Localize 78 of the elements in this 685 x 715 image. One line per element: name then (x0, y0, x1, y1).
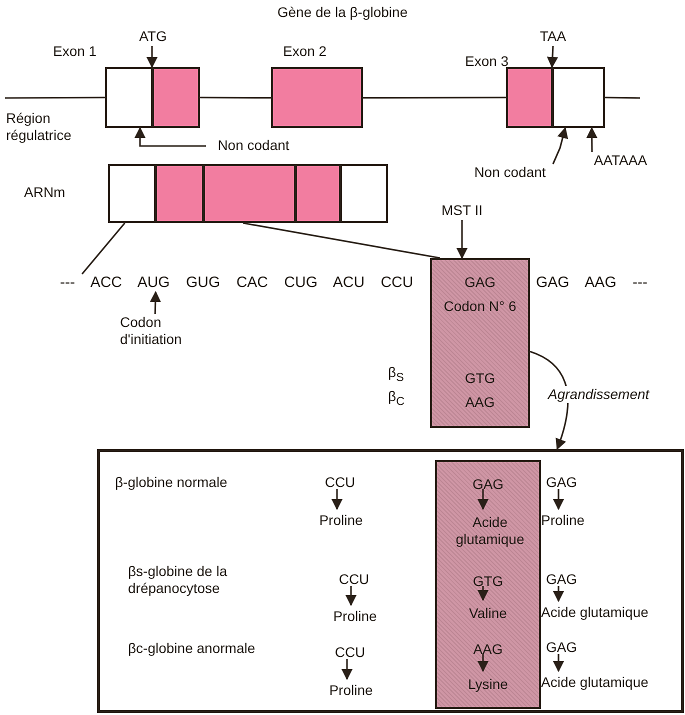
codon-label: GAG (539, 474, 584, 492)
amino-acid-label: Proline (541, 512, 601, 530)
arrow (331, 489, 343, 510)
coding-segment (295, 164, 341, 223)
arrow (477, 586, 489, 602)
arrow (456, 220, 468, 260)
zoom-line (81, 222, 126, 275)
codon-label: GTG (460, 573, 516, 591)
arrow (552, 489, 564, 510)
enlargement-panel (97, 449, 684, 713)
leader-arrow (146, 46, 158, 68)
codon-label: GAG (460, 476, 516, 494)
sequence-text: GAG AAG --- (536, 274, 661, 292)
codon-label: CCU (329, 571, 379, 589)
amino-acid-label: Acide glutamique (541, 604, 681, 622)
amino-acid-label: Lysine (460, 676, 516, 694)
codon-label: CCU (315, 474, 365, 492)
noncoding-segment (108, 164, 156, 223)
arrow (150, 290, 161, 314)
intron-line (604, 96, 640, 99)
allele-label: β$_{C}$ (388, 388, 406, 410)
codon-highlight-column (435, 460, 541, 709)
intron-line (5, 96, 105, 99)
edge-label: Agrandissement (548, 386, 650, 403)
coding-exon-box (506, 67, 553, 128)
codon-label: CCU (325, 644, 375, 662)
exon-label: Exon 1 (53, 43, 97, 60)
row-label: βc-globine anormale (128, 640, 256, 657)
noncoding-exon-box (105, 67, 153, 128)
row-label: βs-globine de la drépanocytose (128, 563, 228, 597)
noncoding-segment (340, 164, 388, 223)
annotation-text: Codon N° 6 (442, 298, 518, 315)
arrow (552, 654, 564, 672)
signal-sequence-label: AATAAA (583, 152, 658, 170)
codon-label: TAA (533, 28, 573, 46)
intron-line (200, 96, 271, 99)
curved-arrow (530, 350, 569, 450)
arrow (345, 586, 357, 606)
arrow (477, 489, 489, 510)
codon-label: GAG (463, 274, 497, 291)
amino-acid-label: Valine (460, 605, 516, 623)
codon-label: ATG (133, 28, 173, 46)
sequence-text: --- ACC AUG GUG CAC CUG ACU CCU (60, 274, 428, 292)
annotation-text: Non codant (206, 137, 301, 155)
codon-label: AAG (464, 394, 496, 411)
codon-label: GAG (539, 639, 584, 657)
coding-segment (155, 164, 204, 223)
exon-label: Exon 3 (465, 53, 509, 70)
codon-label: AAG (460, 641, 516, 659)
mrna-label: ARNm (24, 184, 66, 201)
allele-label: β$_{S}$ (388, 364, 405, 386)
amino-acid-label: Proline (313, 512, 369, 530)
amino-acid-label: Acide glutamique (440, 514, 540, 550)
annotation-text: Codon d'initiation (120, 314, 210, 350)
row-label: β-globine normale (115, 474, 228, 491)
codon-label: GAG (539, 571, 584, 589)
amino-acid-label: Proline (327, 608, 383, 626)
codon-highlight-box (430, 258, 530, 428)
arrow (341, 659, 353, 680)
amino-acid-label: Acide glutamique (541, 674, 681, 692)
leader-arrow (546, 46, 558, 68)
arrow (477, 654, 489, 672)
arrow (552, 586, 564, 602)
diagram-title: Gène de la β-globine (276, 4, 409, 21)
coding-exon-box (152, 67, 200, 128)
leader-arrow (134, 126, 206, 147)
annotation-text: Non codant (460, 164, 560, 182)
leader-arrow (586, 126, 598, 152)
noncoding-exon-box (552, 67, 605, 128)
region-label: Région régulatrice (6, 110, 72, 144)
intron-line (363, 96, 506, 99)
zoom-line (242, 222, 440, 259)
amino-acid-label: Proline (323, 682, 379, 700)
enzyme-label: MST II (432, 202, 492, 220)
codon-label: GTG (464, 370, 496, 387)
leader-arrow (552, 126, 568, 164)
exon-label: Exon 2 (283, 43, 327, 60)
coding-segment (203, 164, 296, 223)
